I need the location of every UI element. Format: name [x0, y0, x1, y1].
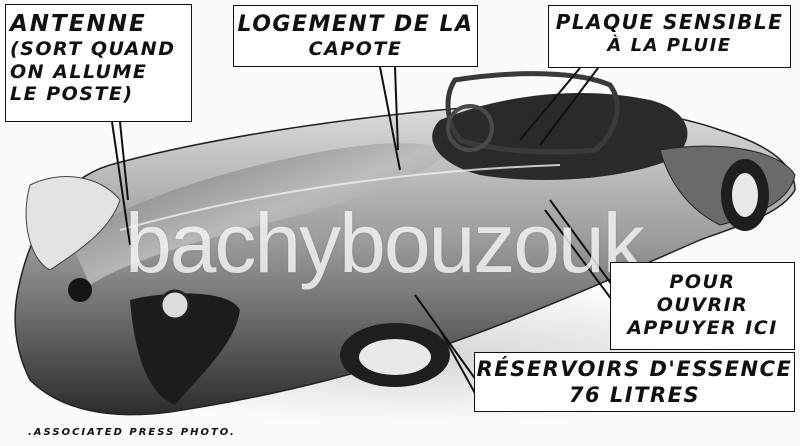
front-whitewall — [732, 173, 758, 217]
callout-antenne: ANTENNE (SORT QUAND ON ALLUME LE POSTE) — [5, 4, 192, 122]
tail-fin — [25, 176, 121, 271]
callout-plaque-line1: PLAQUE SENSIBLE — [555, 10, 784, 34]
callout-plaque: PLAQUE SENSIBLE À LA PLUIE — [548, 5, 791, 68]
callout-capote-line2: CAPOTE — [308, 38, 403, 61]
steering-wheel — [446, 104, 494, 152]
pointer-reservoirs — [414, 294, 477, 381]
pointer-plaque-2 — [539, 67, 599, 146]
pointer-antenne-2 — [119, 121, 129, 201]
pointer-plaque — [519, 67, 581, 141]
exhaust — [68, 278, 92, 302]
watermark: bachybouzouk — [125, 196, 645, 290]
rear-deck — [70, 143, 450, 285]
callout-reservoirs: RÉSERVOIRS D'ESSENCE 76 LITRES — [474, 352, 795, 412]
callout-antenne-line1: ANTENNE — [10, 11, 147, 37]
callout-capote: LOGEMENT DE LA CAPOTE — [233, 5, 478, 67]
callout-antenne-line2: (SORT QUAND — [10, 38, 176, 61]
callout-pour-line1: POUR — [669, 271, 736, 293]
callout-plaque-line2: À LA PLUIE — [607, 35, 732, 56]
callout-pour-line3: APPUYER ICI — [627, 316, 778, 339]
callout-antenne-line4: LE POSTE) — [10, 82, 134, 105]
pointer-reservoirs-2 — [439, 329, 477, 396]
callout-antenne-line3: ON ALLUME — [10, 60, 148, 83]
pointer-capote-2 — [394, 66, 399, 151]
callout-reservoirs-line2: 76 LITRES — [568, 383, 701, 408]
pointer-pour — [549, 199, 613, 286]
rear-whitewall — [359, 339, 431, 375]
cockpit — [432, 92, 688, 180]
pointer-capote — [379, 66, 401, 171]
callout-reservoirs-line1: RÉSERVOIRS D'ESSENCE — [476, 357, 793, 381]
rear-bumper — [130, 293, 240, 405]
photo-credit: .ASSOCIATED PRESS PHOTO. — [28, 427, 236, 438]
pointer-pour-2 — [544, 209, 613, 301]
callout-pour: POUR OUVRIR APPUYER ICI — [610, 262, 795, 350]
callout-pour-line2: OUVRIR — [656, 293, 749, 316]
pointer-antenne — [111, 121, 131, 246]
callout-capote-line1: LOGEMENT DE LA — [237, 12, 474, 37]
windshield — [445, 71, 620, 155]
rear-light — [159, 289, 191, 321]
body-highlight — [119, 164, 561, 231]
